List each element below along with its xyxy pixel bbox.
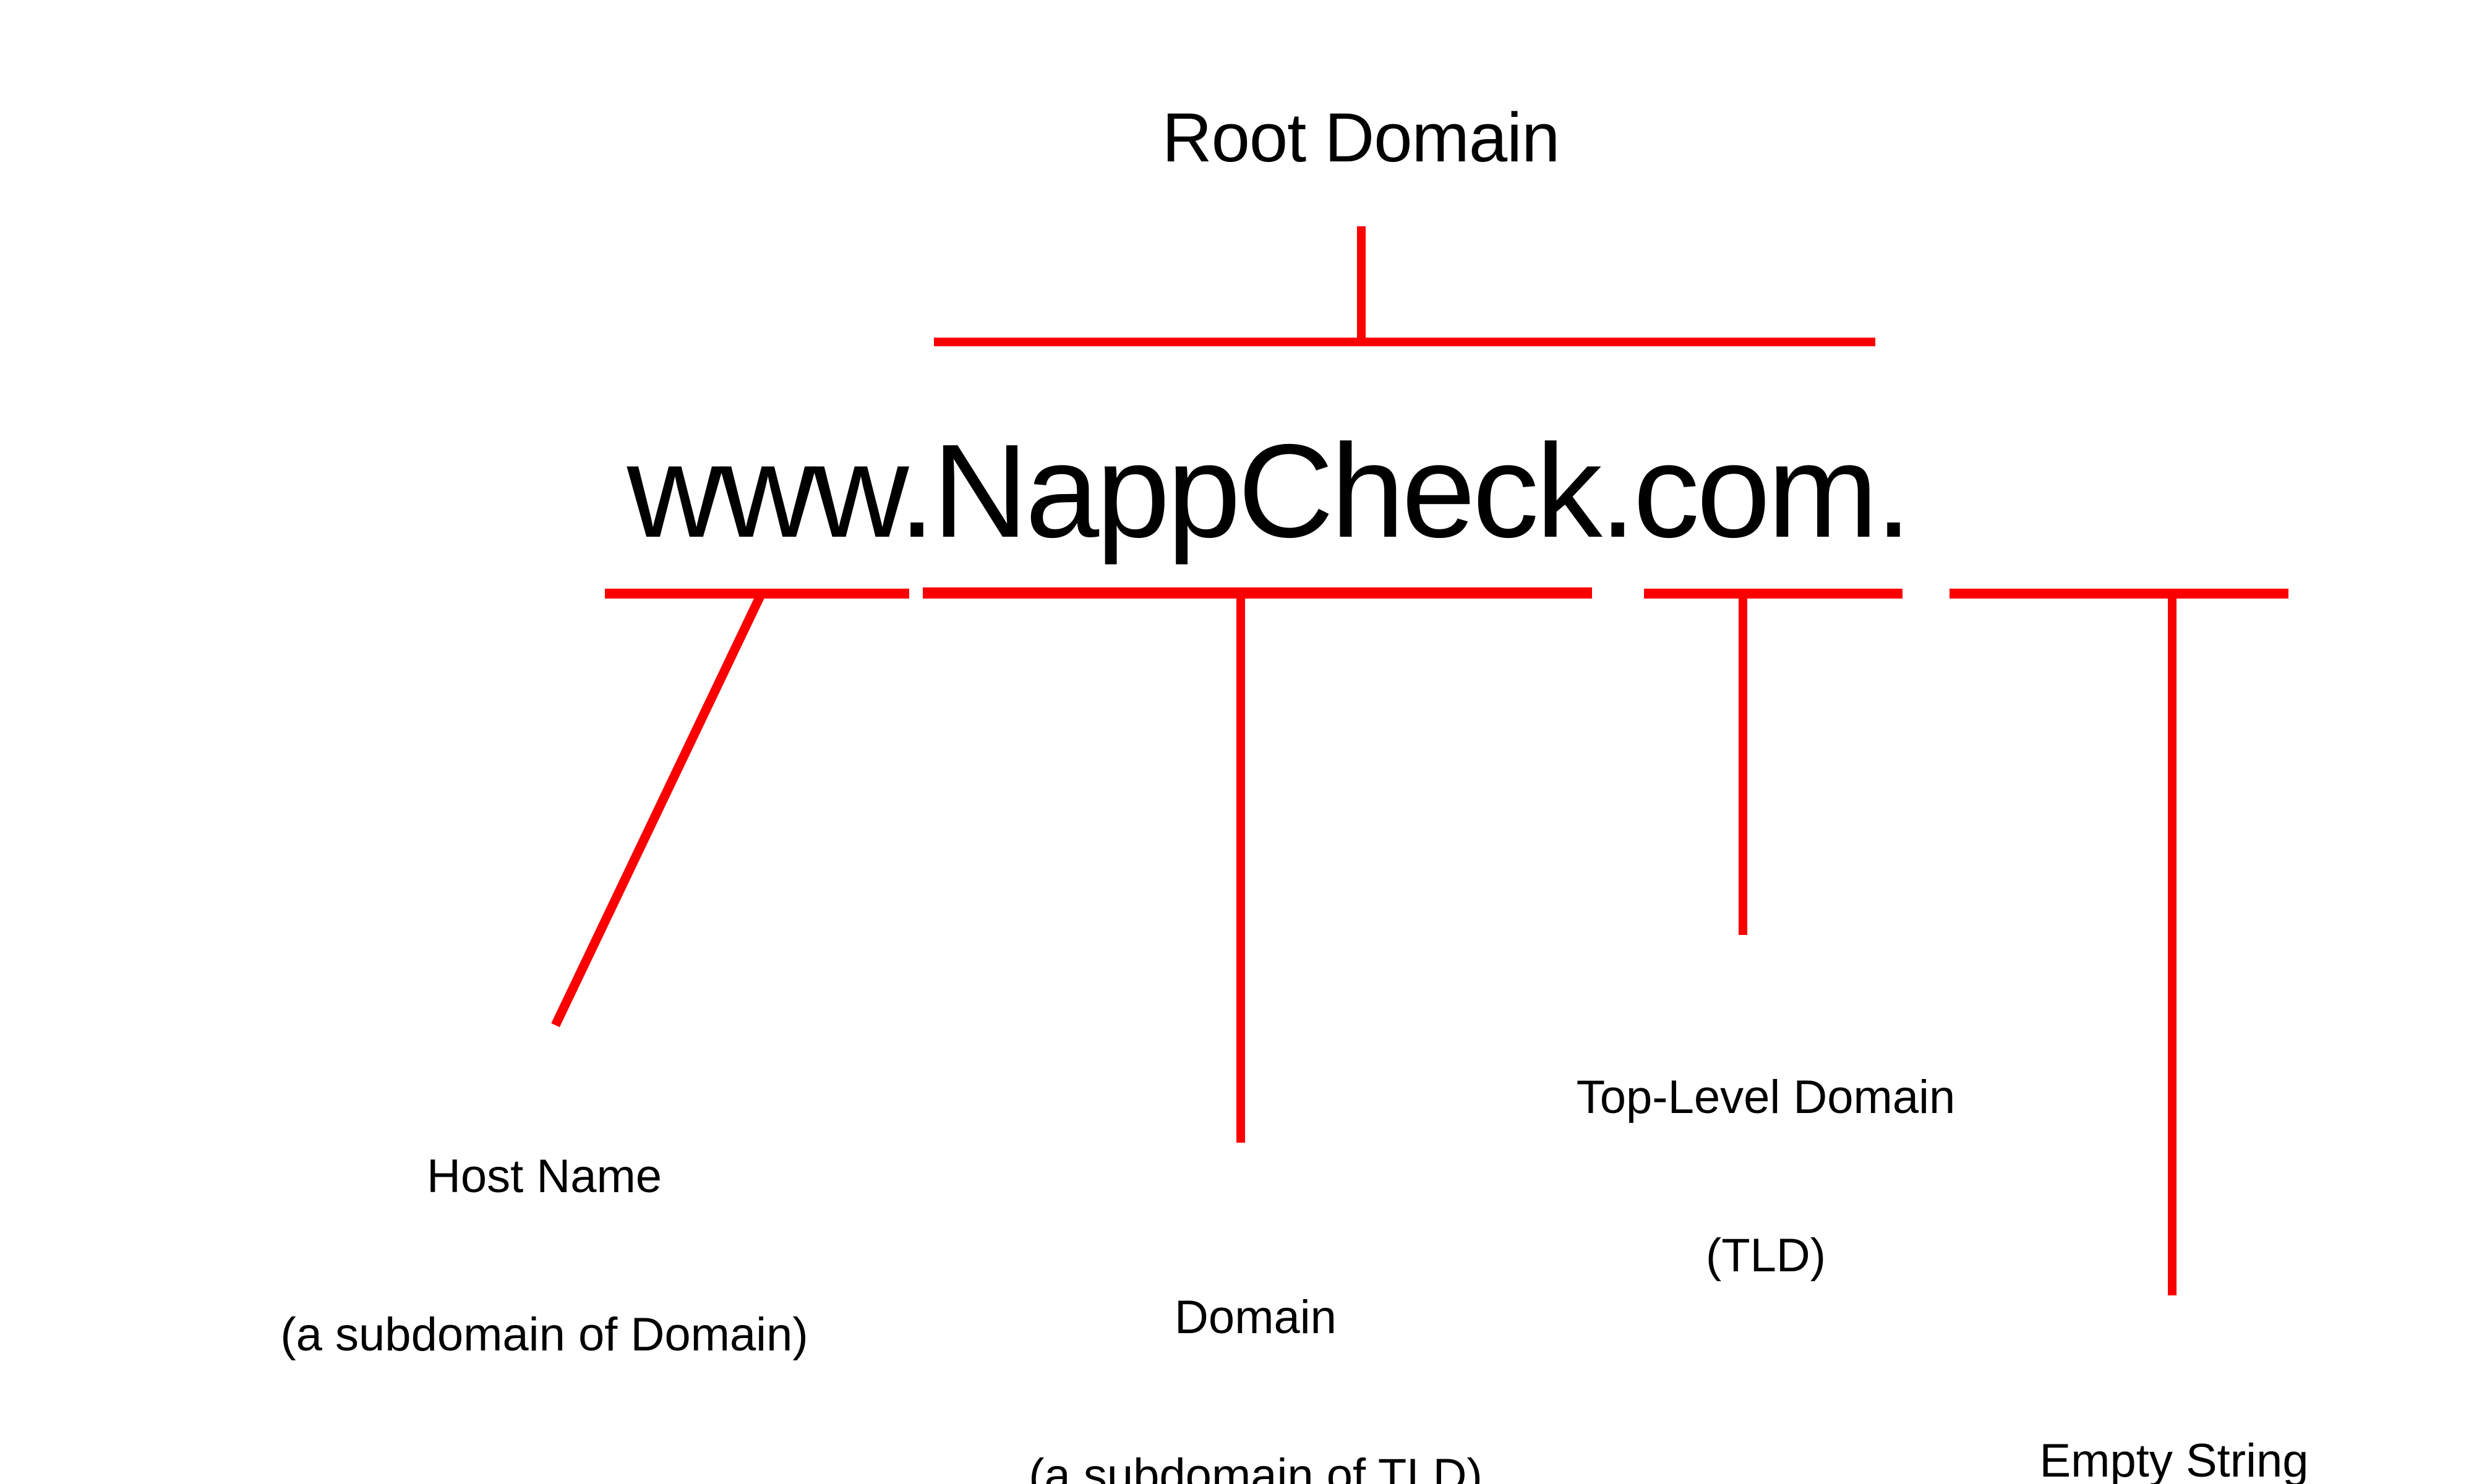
leader-line-host-name [551,590,766,1028]
tld-annotation-line1: Top-Level Domain [1576,1071,1956,1124]
leader-line-tld [1739,594,1747,935]
root-bracket-vertical-stem [1357,226,1366,341]
domain-string-text: www.NappCheck.com. [627,416,1912,565]
host-name-annotation-line1: Host Name [426,1150,662,1203]
domain-annotation-line2: (a subdomain of TLD) [1029,1449,1483,1484]
segment-underline-empty-string [1950,589,2288,599]
domain-annotation-line1: Domain [1175,1291,1337,1344]
domain-annotation: Domain (a subdomain of TLD) [761,1186,1750,1484]
root-bracket-horizontal-line [934,338,1875,346]
segment-underline-host-name [605,589,909,599]
leader-line-domain [1236,594,1245,1143]
host-name-annotation: Host Name (a subdomain of Domain) [19,1045,1070,1466]
tld-annotation: Top-Level Domain (TLD) [1317,966,2214,1387]
empty-string-annotation-line1: Empty String [2039,1435,2309,1484]
tld-annotation-line2: (TLD) [1705,1229,1826,1282]
host-name-annotation-line2: (a subdomain of Domain) [280,1308,808,1361]
empty-string-annotation: Empty String [1726,1329,2474,1484]
segment-underline-domain [923,587,1592,599]
segment-underline-tld [1644,589,1903,599]
root-domain-label: Root Domain [1162,99,1560,176]
